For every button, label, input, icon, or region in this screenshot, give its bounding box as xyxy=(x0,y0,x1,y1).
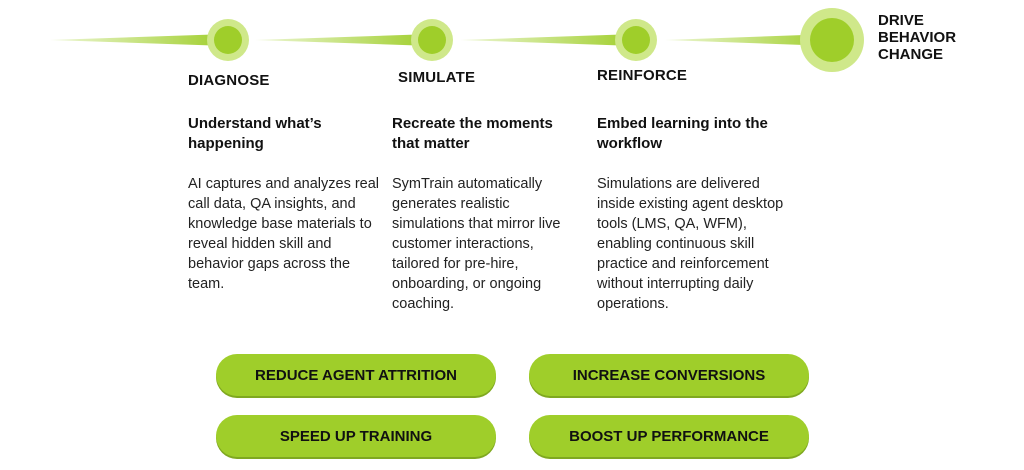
stage-description-simulate: SymTrain automatically generates realist… xyxy=(392,176,561,312)
timeline-node-3 xyxy=(615,19,657,61)
outcome-pill-boost-performance: BOOST UP PERFORMANCE xyxy=(529,415,809,457)
timeline-beam-3 xyxy=(460,34,636,46)
timeline-beam-1 xyxy=(50,34,228,46)
stage-description-diagnose: AI captures and analyzes real call data,… xyxy=(188,176,380,292)
outcome-pill-speed-up-training: SPEED UP TRAINING xyxy=(216,415,496,457)
outcome-pill-reduce-attrition: REDUCE AGENT ATTRITION xyxy=(216,354,496,396)
outcome-pill-increase-conversions: INCREASE CONVERSIONS xyxy=(529,354,809,396)
timeline-beam-2 xyxy=(255,34,432,46)
timeline-node-final xyxy=(800,8,864,72)
stage-title-reinforce: REINFORCE xyxy=(597,67,688,84)
final-goal-title: DRIVE BEHAVIOR CHANGE xyxy=(878,12,956,63)
stage-description-reinforce: Simulations are delivered inside existin… xyxy=(597,176,784,312)
stage-heading-reinforce: Embed learning into the workflow xyxy=(597,115,768,152)
timeline-graphic xyxy=(50,8,864,72)
stage-heading-simulate: Recreate the moments that matter xyxy=(392,115,553,152)
final-goal-line: DRIVE xyxy=(878,12,924,29)
stage-title-diagnose: DIAGNOSE xyxy=(188,72,270,89)
stage-title-simulate: SIMULATE xyxy=(398,69,476,86)
timeline-node-2 xyxy=(411,19,453,61)
final-goal-line: BEHAVIOR xyxy=(878,29,957,46)
stage-heading-diagnose: Understand what’s happening xyxy=(188,115,322,152)
timeline-beam-4 xyxy=(665,34,832,46)
timeline-node-1 xyxy=(207,19,249,61)
final-goal-line: CHANGE xyxy=(878,46,944,63)
